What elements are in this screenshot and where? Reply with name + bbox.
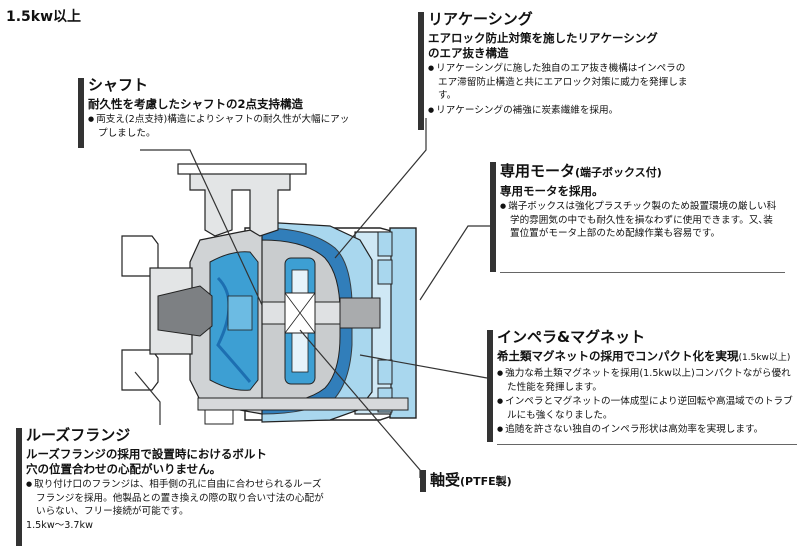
base-foot <box>204 409 234 425</box>
bearing-title-note: (PTFE製) <box>460 475 512 488</box>
impeller-bullet-1: 強力な希土類マグネットを採用(1.5kw以上)コンパクトながら優れた性能を発揮し… <box>497 367 797 394</box>
impeller-bullet-2: インペラとマグネットの一体成型により逆回転や高温域でのトラブルにも強くなりました… <box>497 395 797 422</box>
discharge-flange <box>177 163 307 175</box>
pump-rating-label: 1.5kw以上 <box>6 9 82 25</box>
bearing-cross <box>284 292 316 334</box>
impeller-callout-bar <box>487 330 493 442</box>
shaft-callout-bar <box>78 78 84 148</box>
flange-callout: ルーズフランジ ルーズフランジの採用で設置時におけるボルト 穴の位置合わせの心配… <box>26 426 331 532</box>
flange-subtitle-1: ルーズフランジの採用で設置時におけるボルト <box>26 447 267 461</box>
rear-casing-callout: リアケーシング エアロック防止対策を施したリアケーシング のエア抜き構造 リアケ… <box>428 10 693 117</box>
impeller-callout-rule <box>497 444 797 445</box>
motor-title-note: (端子ボックス付) <box>575 166 662 179</box>
rear-casing-title: リアケーシング <box>428 10 533 28</box>
suction-passage <box>157 285 213 337</box>
flange-title: ルーズフランジ <box>26 426 131 444</box>
shaft-subtitle: 耐久性を考慮したシャフトの2点支持構造 <box>88 97 303 111</box>
shaft-bullet-1: 両支え(2点支持)構造によりシャフトの耐久性が大幅にアップしました。 <box>88 113 358 140</box>
motor-title: 専用モータ <box>500 162 576 180</box>
impeller-callout: インペラ&マグネット 希土類マグネットの採用でコンパクト化を実現(1.5kw以上… <box>497 328 797 437</box>
leader-flange <box>134 371 161 425</box>
discharge-nozzle <box>189 171 291 237</box>
motor-subtitle: 専用モータを採用。 <box>500 184 604 198</box>
suction-flange-bottom <box>121 349 159 391</box>
impeller-bullet-3: 追随を許さない独自のインペラ形状は高効率を実現します。 <box>497 423 797 437</box>
rear-casing-callout-bar <box>418 12 424 130</box>
motor-bullet-1: 端子ボックスは強化プラスチック製のため設置環境の厳しい科学的雰囲気の中でも耐久性… <box>500 200 780 241</box>
bearing-title-row: 軸受(PTFE製) <box>430 471 550 491</box>
motor-callout-rule <box>500 272 785 273</box>
flange-callout-bar <box>16 428 22 546</box>
impeller-subtitle-note: (1.5kw以上) <box>738 353 791 363</box>
impeller-title: インペラ&マグネット <box>497 328 646 346</box>
bearing-callout: 軸受(PTFE製) <box>430 471 550 491</box>
impeller-vane <box>216 276 252 383</box>
flange-bullet-1: 取り付け口のフランジは、相手側の孔に自由に合わせられるルーズフランジを採用。他製… <box>26 478 331 519</box>
rear-casing-subtitle-2: のエア抜き構造 <box>428 46 509 60</box>
shaft-callout: シャフト 耐久性を考慮したシャフトの2点支持構造 両支え(2点支持)構造によりシ… <box>88 76 358 140</box>
rear-casing-bullet-2: リアケーシングの補強に炭素繊維を採用。 <box>428 104 693 118</box>
shaft-title: シャフト <box>88 76 149 94</box>
bearing-title: 軸受 <box>430 471 461 489</box>
impeller-subtitle: 希土類マグネットの採用でコンパクト化を実現 <box>497 349 739 363</box>
motor-callout: 専用モータ(端子ボックス付) 専用モータを採用。 端子ボックスは強化プラスチック… <box>500 162 780 241</box>
rear-casing-bullet-1: リアケーシングに施した独自のエア抜き機構はインペラのエア滞留防止構造と共にエアロ… <box>428 62 693 103</box>
bearing-callout-bar <box>420 470 426 492</box>
leader-impeller <box>359 354 488 379</box>
leader-rear-casing <box>334 118 427 259</box>
flange-note: 1.5kw～3.7kw <box>26 519 93 531</box>
flange-subtitle-2: 穴の位置合わせの心配がいりません。 <box>26 462 222 476</box>
motor-callout-bar <box>490 162 496 272</box>
pump-base <box>197 397 409 411</box>
motor-flange-plate <box>389 227 417 419</box>
shaft-end <box>339 297 381 329</box>
leader-shaft <box>140 149 263 306</box>
rear-casing-subtitle-1: エアロック防止対策を施したリアケーシング <box>428 31 658 45</box>
impeller-subtitle-row: 希土類マグネットの採用でコンパクト化を実現(1.5kw以上) <box>497 349 797 366</box>
impeller-hub <box>227 295 253 331</box>
motor-title-row: 専用モータ(端子ボックス付) <box>500 162 780 182</box>
leader-motor <box>419 225 490 301</box>
